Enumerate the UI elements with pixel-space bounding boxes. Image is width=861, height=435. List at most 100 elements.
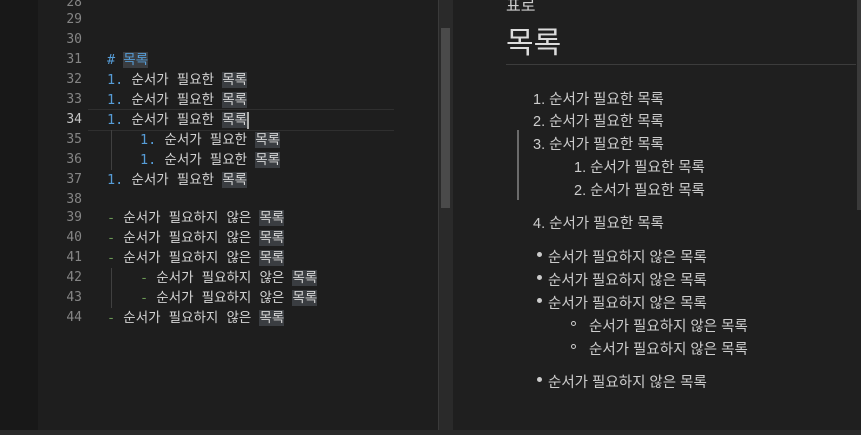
highlighted-word: 목록 (255, 152, 281, 168)
item-number: 2. (533, 114, 546, 130)
line-number: 29 (66, 12, 82, 27)
ordered-list-item: 3. 순서가 필요한 목록 (533, 133, 664, 154)
line-text: 순서가 필요하지 않은 (123, 230, 260, 246)
list-marker: 1. (107, 92, 124, 108)
code-line-33[interactable]: 1. 순서가 필요한 목록 (107, 90, 248, 110)
code-line-32[interactable]: 1. 순서가 필요한 목록 (107, 70, 248, 90)
bullet-disc-icon (537, 252, 542, 257)
highlighted-word: 목록 (222, 72, 248, 88)
heading-text: 목록 (123, 52, 149, 68)
bullet-circle-icon (571, 321, 576, 326)
highlighted-word: 목록 (259, 250, 285, 266)
editor-scrollbar-thumb[interactable] (441, 28, 450, 208)
line-number: 38 (66, 192, 82, 207)
bullet-marker: - (140, 270, 149, 286)
list-marker: 1. (140, 132, 157, 148)
nested-ordered-item: 2. 순서가 필요한 목록 (574, 179, 705, 200)
highlighted-word: 목록 (292, 270, 318, 286)
item-number: 1. (574, 160, 587, 176)
line-number: 40 (66, 230, 82, 245)
line-number: 36 (66, 152, 82, 167)
item-number: 2. (574, 183, 587, 199)
unordered-list-item: 순서가 필요하지 않은 목록 (548, 273, 707, 289)
line-number: 35 (66, 132, 82, 147)
bullet-disc-icon (537, 377, 542, 382)
code-line-34[interactable]: 1. 순서가 필요한 목록 (107, 110, 250, 130)
item-text: 순서가 필요한 목록 (549, 137, 664, 153)
line-number: 37 (66, 172, 82, 187)
ordered-list-item: 4. 순서가 필요한 목록 (533, 212, 664, 233)
code-line-39[interactable]: - 순서가 필요하지 않은 목록 (107, 208, 285, 228)
code-line-37[interactable]: 1. 순서가 필요한 목록 (107, 170, 248, 190)
highlighted-word: 목록 (292, 290, 318, 306)
highlighted-word: 목록 (259, 230, 285, 246)
highlighted-word: 목록 (222, 92, 248, 108)
item-number: 4. (533, 216, 546, 232)
bullet-marker: - (107, 230, 116, 246)
code-line-31[interactable]: # 목록 (107, 50, 149, 70)
unordered-list-item: 순서가 필요하지 않은 목록 (548, 375, 707, 391)
line-number-active: 34 (66, 112, 82, 127)
ordered-list-item: 2. 순서가 필요한 목록 (533, 110, 664, 131)
code-line-43[interactable]: - 순서가 필요하지 않은 목록 (140, 288, 318, 308)
nested-unordered-item: 순서가 필요하지 않은 목록 (589, 342, 748, 358)
editor-pane[interactable]: 28 29 30 31 32 33 34 35 36 37 38 39 40 4… (0, 0, 438, 435)
item-text: 순서가 필요한 목록 (590, 183, 705, 199)
activity-strip (0, 0, 38, 430)
code-line-35[interactable]: 1. 순서가 필요한 목록 (140, 130, 281, 150)
highlighted-word: 목록 (255, 132, 281, 148)
highlighted-word: 목록 (259, 310, 285, 326)
item-number: 3. (533, 137, 546, 153)
preview-scrollbar[interactable] (857, 0, 861, 210)
line-text: 순서가 필요한 (131, 72, 223, 88)
line-text: 순서가 필요한 (131, 112, 223, 128)
nested-unordered-item: 순서가 필요하지 않은 목록 (589, 319, 748, 335)
line-number: 39 (66, 210, 82, 225)
highlighted-word: 목록 (222, 112, 248, 128)
line-number: 41 (66, 250, 82, 265)
editor-scrollbar[interactable] (438, 0, 453, 435)
selected-block-indicator (517, 130, 519, 200)
bullet-marker: - (107, 310, 116, 326)
nested-ordered-item: 1. 순서가 필요한 목록 (574, 156, 705, 177)
bullet-marker: - (107, 210, 116, 226)
previous-heading: 표로 (506, 0, 536, 15)
list-marker: 1. (107, 112, 124, 128)
preview-heading: 목록 (506, 27, 562, 60)
bullet-marker: - (107, 250, 116, 266)
line-number-gutter: 28 29 30 31 32 33 34 35 36 37 38 39 40 4… (38, 0, 88, 430)
line-number: 28 (66, 0, 82, 10)
line-number: 33 (66, 92, 82, 107)
code-line-36[interactable]: 1. 순서가 필요한 목록 (140, 150, 281, 170)
line-text: 순서가 필요한 (164, 132, 256, 148)
bullet-marker: - (140, 290, 149, 306)
unordered-list-item: 순서가 필요하지 않은 목록 (548, 250, 707, 266)
ordered-list-item: 1. 순서가 필요한 목록 (533, 88, 664, 109)
item-text: 순서가 필요한 목록 (549, 114, 664, 130)
code-line-42[interactable]: - 순서가 필요하지 않은 목록 (140, 268, 318, 288)
bullet-disc-icon (537, 275, 542, 280)
horizontal-scrollbar[interactable] (0, 430, 861, 435)
heading-marker: # (107, 52, 116, 68)
code-line-40[interactable]: - 순서가 필요하지 않은 목록 (107, 228, 285, 248)
list-marker: 1. (107, 172, 124, 188)
line-number: 30 (66, 32, 82, 47)
line-number: 44 (66, 310, 82, 325)
item-number: 1. (533, 92, 546, 108)
code-area[interactable]: # 목록 1. 순서가 필요한 목록 1. 순서가 필요한 목록 1. 순서가 … (107, 0, 427, 430)
item-text: 순서가 필요한 목록 (590, 160, 705, 176)
indent-guide (111, 268, 112, 308)
bullet-circle-icon (571, 344, 576, 349)
line-text: 순서가 필요하지 않은 (123, 210, 260, 226)
bullet-disc-icon (537, 298, 542, 303)
text-cursor (247, 111, 250, 129)
line-number: 31 (66, 52, 82, 67)
line-number: 42 (66, 270, 82, 285)
markdown-preview-pane[interactable]: 표로 목록 1. 순서가 필요한 목록 2. 순서가 필요한 목록 3. 순서가… (453, 0, 861, 430)
code-line-41[interactable]: - 순서가 필요하지 않은 목록 (107, 248, 285, 268)
item-text: 순서가 필요한 목록 (549, 216, 664, 232)
unordered-list-item: 순서가 필요하지 않은 목록 (548, 296, 707, 312)
line-text: 순서가 필요한 (164, 152, 256, 168)
code-line-44[interactable]: - 순서가 필요하지 않은 목록 (107, 308, 285, 328)
heading-divider (506, 64, 856, 65)
